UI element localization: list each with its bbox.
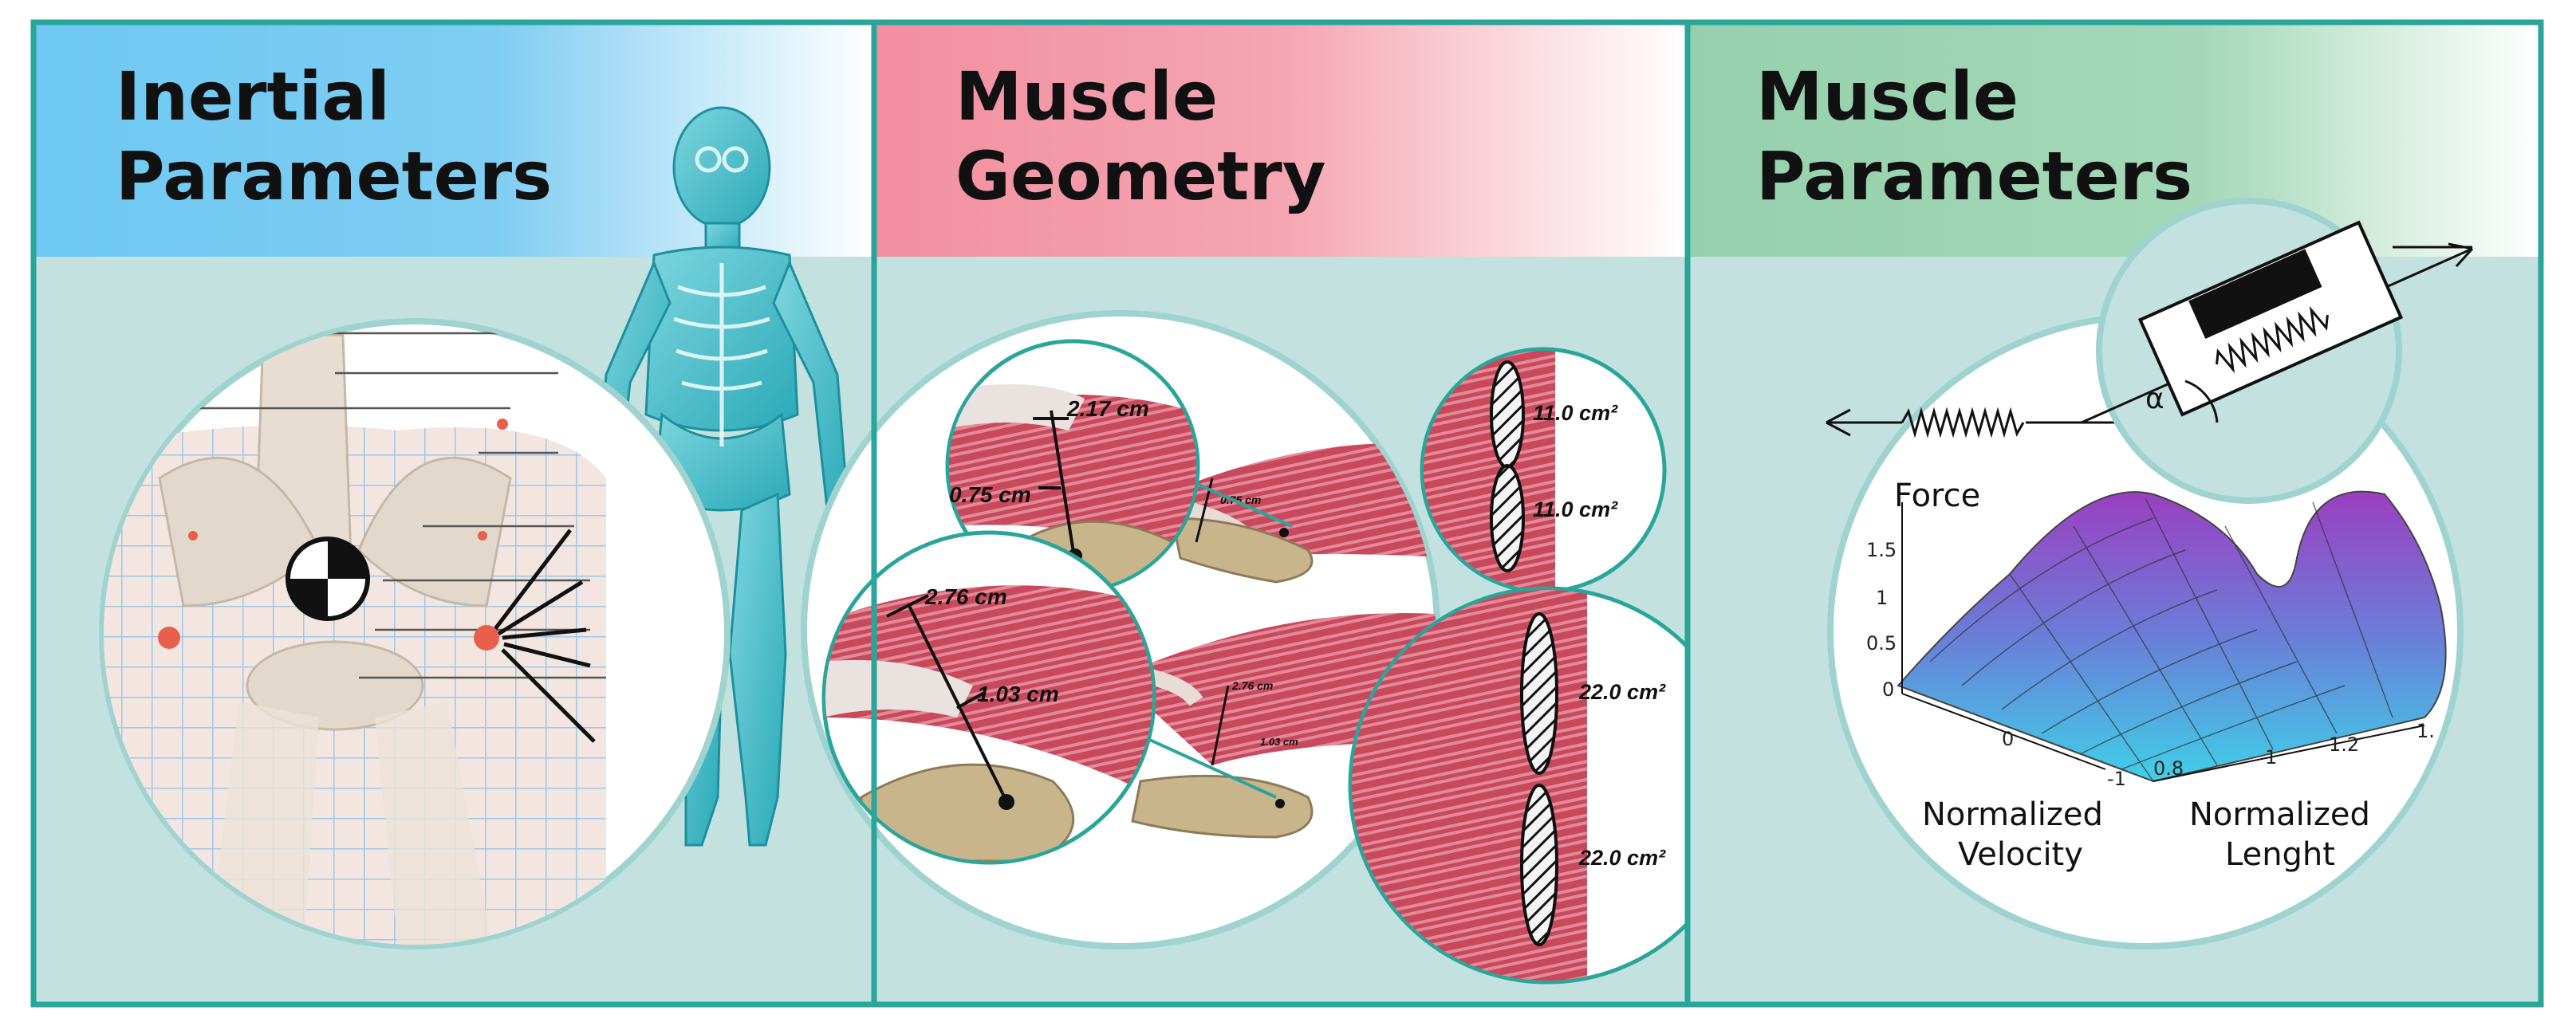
large-thickness-markers <box>886 594 1008 802</box>
small-area-a: 11.0 cm² <box>1533 401 1618 425</box>
small-area-b: 11.0 cm² <box>1533 497 1618 521</box>
length-tick-3: 1. <box>2416 720 2435 742</box>
panel-inertial: Inertial Parameters <box>33 22 874 1004</box>
large-joint-point <box>998 794 1014 810</box>
geometry-inline-label-large-a: 2.76 cm <box>1231 679 1273 692</box>
panel-geometry-title-2: Geometry <box>955 137 1325 215</box>
panel-inertial-title-1: Inertial <box>116 57 390 136</box>
panel-geometry-header <box>874 22 1688 257</box>
outer-frame <box>30 19 2544 1008</box>
z-tick-0: 1.5 <box>1866 539 1897 561</box>
panel-geometry: Muscle Geometry 0.75 cm 2.76 cm 1.03 cm <box>801 22 1747 1004</box>
panel-parameters: Muscle Parameters Force 1.5 1 0.5 0 0 -1… <box>1688 22 2541 1004</box>
large-cross-section-a <box>1520 612 1558 775</box>
velocity-axis-label-2: Velocity <box>1958 836 2083 873</box>
hip-illustration <box>104 332 606 945</box>
small-thickness-markers <box>1033 410 1075 553</box>
panel-geometry-title-1: Muscle <box>955 57 1218 136</box>
pennation-angle-label: α <box>2145 383 2164 415</box>
large-thickness-a: 2.76 cm <box>924 584 1007 609</box>
length-tick-2: 1.2 <box>2329 733 2359 756</box>
muscle-model-unit: α <box>2081 220 2474 424</box>
large-area-b: 22.0 cm² <box>1578 846 1666 870</box>
panel-parameters-title-1: Muscle <box>1756 57 2019 136</box>
small-thickness-a: 2.17 cm <box>1066 396 1149 421</box>
panel-parameters-header <box>1688 22 2541 257</box>
geometry-inline-label-large-b: 1.03 cm <box>1260 736 1298 748</box>
z-tick-2: 0.5 <box>1866 632 1897 655</box>
velocity-axis-label-1: Normalized <box>1922 796 2103 833</box>
small-thickness-b: 0.75 cm <box>949 482 1031 507</box>
zoom-large-thickness-art <box>825 585 1152 861</box>
contractile-element <box>2188 249 2322 340</box>
velocity-tick-0: 0 <box>2002 728 2014 750</box>
panel-dividers <box>871 22 1691 1004</box>
small-cross-section-b <box>1490 464 1525 572</box>
surface-z-label: Force <box>1894 478 1980 514</box>
center-of-mass-icon <box>286 537 370 621</box>
left-arrow-icon <box>1826 408 1851 437</box>
large-area-a: 22.0 cm² <box>1578 680 1666 704</box>
length-tick-1: 1 <box>2265 746 2277 769</box>
length-axis-label-2: Lenght <box>2225 836 2335 873</box>
z-tick-3: 0 <box>1882 678 1894 701</box>
force-surface-plot: Force 1.5 1 0.5 0 0 -1 0.8 1 1.2 1. Norm… <box>1866 478 2447 873</box>
parallel-spring-icon <box>2216 305 2329 374</box>
large-thickness-b: 1.03 cm <box>977 682 1059 706</box>
z-tick-1: 1 <box>1876 587 1888 609</box>
length-tick-0: 0.8 <box>2153 757 2184 780</box>
large-cross-section-b <box>1520 784 1558 946</box>
series-spring-icon <box>1900 407 2025 438</box>
panel-inertial-title-2: Parameters <box>116 137 552 215</box>
small-cross-section-a <box>1490 360 1525 469</box>
velocity-tick-1: -1 <box>2107 768 2126 790</box>
panel-parameters-title-2: Parameters <box>1756 137 2192 215</box>
geometry-inline-label-small: 0.75 cm <box>1220 493 1261 506</box>
length-axis-label-1: Normalized <box>2189 796 2370 833</box>
